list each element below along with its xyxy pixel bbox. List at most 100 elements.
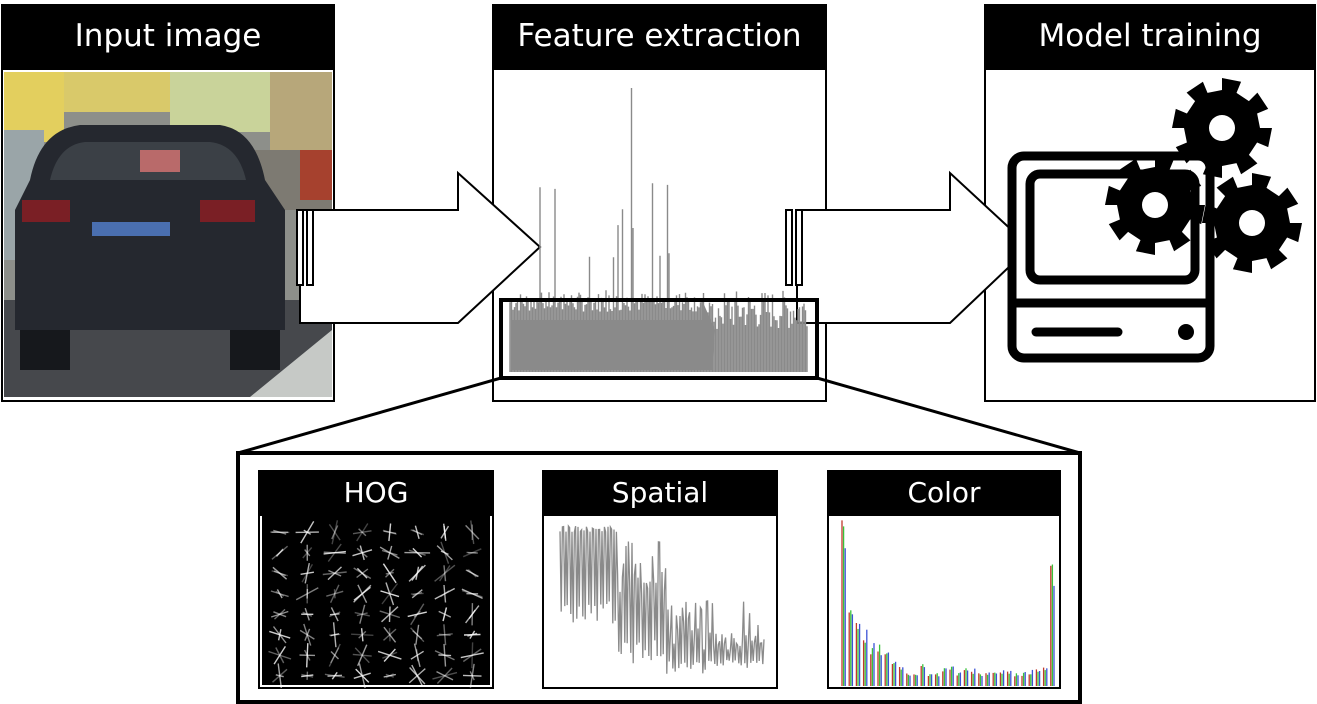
hog-cell-stroke bbox=[410, 603, 425, 626]
hog-cell-stroke bbox=[414, 525, 420, 539]
hog-cell-stroke bbox=[275, 590, 285, 597]
hog-cell-stroke bbox=[359, 545, 365, 561]
hog-cell-stroke bbox=[385, 673, 394, 678]
hog-cell-stroke bbox=[439, 565, 451, 582]
zoom-line-right bbox=[816, 376, 1081, 455]
hog-cell-stroke bbox=[328, 643, 341, 667]
hog-cell-stroke bbox=[323, 550, 346, 555]
hog-cell-stroke bbox=[330, 633, 340, 637]
hog-title: HOG bbox=[258, 470, 494, 516]
hog-cell-stroke bbox=[327, 674, 343, 677]
hog-cell-stroke bbox=[385, 568, 395, 578]
hog-cell-stroke bbox=[356, 567, 368, 579]
hog-cell-stroke bbox=[440, 550, 449, 556]
hog-cell-stroke bbox=[356, 612, 368, 617]
hog-cell-stroke bbox=[443, 565, 447, 582]
spatial-feature-line bbox=[559, 524, 765, 674]
hog-cell-stroke bbox=[462, 548, 482, 558]
hog-cell-stroke bbox=[382, 563, 397, 584]
hog-cell-stroke bbox=[353, 584, 372, 603]
hog-image bbox=[262, 516, 490, 685]
hog-cell-stroke bbox=[408, 564, 426, 582]
hog-cell-stroke bbox=[330, 651, 339, 660]
hog-cell-stroke bbox=[360, 628, 364, 642]
hog-cell-stroke bbox=[269, 630, 291, 639]
hog-cell-stroke bbox=[327, 566, 342, 581]
hog-cell-stroke bbox=[301, 563, 314, 583]
hog-cell-stroke bbox=[443, 525, 447, 539]
hog-cell-stroke bbox=[301, 673, 314, 678]
hog-cell-stroke bbox=[382, 529, 397, 535]
hog-cell-stroke bbox=[322, 571, 347, 576]
hog-cell-stroke bbox=[443, 584, 447, 603]
hog-cell-stroke bbox=[438, 610, 452, 618]
hog-cell-stroke bbox=[411, 589, 423, 599]
hog-cell-stroke bbox=[333, 589, 336, 599]
hog-cell-stroke bbox=[275, 647, 285, 664]
hog-cell-stroke bbox=[377, 650, 402, 660]
hog-cell-stroke bbox=[434, 564, 456, 582]
hog-cell-stroke bbox=[412, 630, 423, 640]
hog-cell-stroke bbox=[275, 674, 284, 678]
hog-cell-stroke bbox=[388, 628, 391, 642]
feature-vector-dense bbox=[512, 320, 702, 370]
hog-cell-stroke bbox=[273, 570, 286, 577]
hog-cell-stroke bbox=[295, 587, 319, 601]
feature-zoom-box bbox=[499, 298, 819, 380]
hog-cell-stroke bbox=[276, 589, 283, 599]
hog-cell-stroke bbox=[326, 590, 344, 597]
hog-cell-stroke bbox=[387, 545, 393, 560]
hog-cell-stroke bbox=[413, 643, 421, 668]
hog-cell-stroke bbox=[357, 644, 368, 667]
feature-vector-dense-tail bbox=[702, 300, 715, 370]
model-training-title: Model training bbox=[984, 4, 1316, 70]
hog-cell-stroke bbox=[383, 628, 397, 641]
hog-cell-stroke bbox=[379, 610, 401, 619]
hog-cell-stroke bbox=[268, 650, 292, 660]
hog-cell-stroke bbox=[415, 624, 420, 645]
gear-hole bbox=[1142, 192, 1168, 218]
gear-icon bbox=[1105, 78, 1302, 273]
hog-cell-stroke bbox=[358, 528, 367, 537]
hog-cell-stroke bbox=[381, 606, 399, 623]
hog-cell-stroke bbox=[273, 646, 286, 665]
hog-cell-stroke bbox=[436, 670, 454, 681]
hog-cell-stroke bbox=[329, 584, 340, 603]
hog-cell-stroke bbox=[469, 630, 476, 639]
hog-cell-stroke bbox=[352, 653, 372, 657]
hog-cell-stroke bbox=[275, 548, 284, 557]
arrow-features-to-training bbox=[785, 170, 1032, 324]
hog-cell-stroke bbox=[383, 673, 396, 678]
hog-cell-stroke bbox=[271, 570, 289, 577]
color-histogram-plot bbox=[841, 520, 1055, 686]
hog-cell-stroke bbox=[356, 523, 369, 542]
zoom-line-left bbox=[237, 376, 502, 455]
hog-cell-stroke bbox=[358, 663, 366, 689]
input-image-title: Input image bbox=[1, 4, 335, 70]
gear-hole bbox=[1209, 115, 1235, 141]
hog-cell-stroke bbox=[329, 613, 340, 616]
hog-cell-stroke bbox=[358, 630, 367, 639]
hog-cell-stroke bbox=[438, 633, 451, 636]
gear-hole bbox=[1239, 210, 1265, 236]
hog-cell-stroke bbox=[407, 611, 427, 618]
hog-cell-stroke bbox=[443, 643, 447, 667]
hog-cell-stroke bbox=[466, 569, 479, 578]
hog-cell-stroke bbox=[274, 608, 286, 620]
hog-cell-stroke bbox=[409, 667, 426, 685]
hog-cell-stroke bbox=[462, 674, 482, 677]
hog-cell-stroke bbox=[330, 647, 340, 664]
hog-cell-stroke bbox=[412, 547, 423, 558]
spatial-feature-plot bbox=[559, 524, 765, 674]
hog-cell-stroke bbox=[270, 590, 289, 598]
hog-cell-stroke bbox=[331, 525, 339, 540]
hog-cell-stroke bbox=[352, 530, 372, 535]
hog-cell-stroke bbox=[270, 610, 289, 618]
hog-cell-stroke bbox=[273, 529, 287, 535]
hog-cell-stroke bbox=[328, 524, 341, 541]
hog-cell-stroke bbox=[410, 627, 425, 643]
hog-cell-stroke bbox=[465, 524, 480, 540]
hog-cell-stroke bbox=[388, 523, 392, 542]
hog-gradient-cells bbox=[268, 520, 484, 689]
